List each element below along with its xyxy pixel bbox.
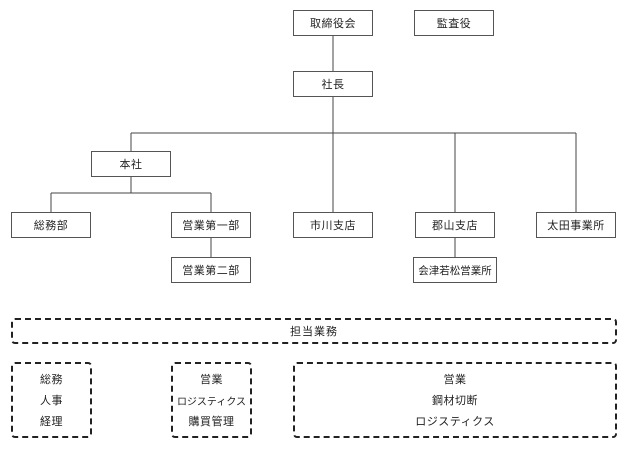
auditor-box: 監査役 (414, 10, 494, 36)
duties-header-box: 担当業務 (11, 318, 617, 344)
duties-group-sales: 営業 ロジスティクス 購買管理 (171, 362, 252, 438)
sales-dept-2-box: 営業第二部 (171, 257, 251, 283)
ota-office-box: 太田事業所 (536, 212, 616, 238)
duty-purchasing: 購買管理 (188, 414, 235, 428)
head-office-box: 本社 (91, 151, 171, 177)
duty-accounting: 経理 (40, 415, 63, 428)
duty-personnel: 人事 (40, 394, 63, 407)
duty-sales: 営業 (200, 373, 223, 387)
duties-group-head-office: 総務 人事 経理 (11, 362, 92, 438)
duty-branch-logistics: ロジスティクス (415, 415, 495, 428)
duty-general-affairs: 総務 (40, 373, 63, 386)
duty-branch-sales: 営業 (443, 373, 467, 386)
duties-group-branches: 営業 鋼材切断 ロジスティクス (293, 362, 617, 438)
duty-steel-cutting: 鋼材切断 (432, 394, 478, 407)
aizu-office-box: 会津若松営業所 (413, 257, 497, 283)
board-box: 取締役会 (293, 10, 373, 36)
sales-dept-1-box: 営業第一部 (171, 212, 251, 238)
duty-logistics: ロジスティクス (176, 396, 247, 408)
president-box: 社長 (293, 71, 373, 97)
ichikawa-branch-box: 市川支店 (293, 212, 373, 238)
duties-header: 担当業務 (290, 325, 338, 338)
general-affairs-box: 総務部 (11, 212, 91, 238)
koriyama-branch-box: 郡山支店 (415, 212, 495, 238)
